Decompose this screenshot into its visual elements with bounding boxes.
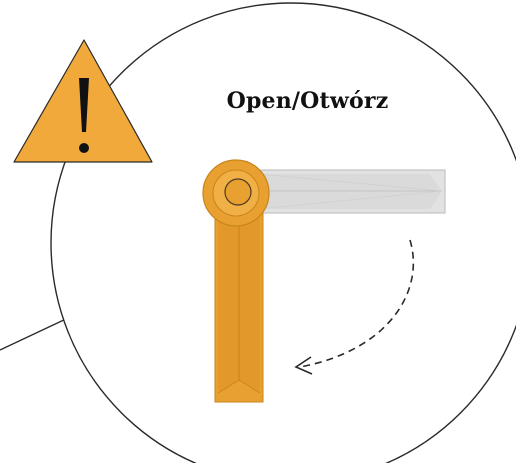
counterclockwise-dashed-arrow-icon bbox=[294, 239, 415, 375]
callout-leader-line bbox=[0, 317, 69, 351]
detail-circle bbox=[50, 2, 516, 463]
warning-triangle-icon bbox=[13, 39, 153, 163]
open-instruction-label: Open/Otwórz bbox=[226, 88, 389, 114]
closed-lever-position bbox=[244, 169, 446, 214]
pivot-hub bbox=[202, 159, 270, 227]
